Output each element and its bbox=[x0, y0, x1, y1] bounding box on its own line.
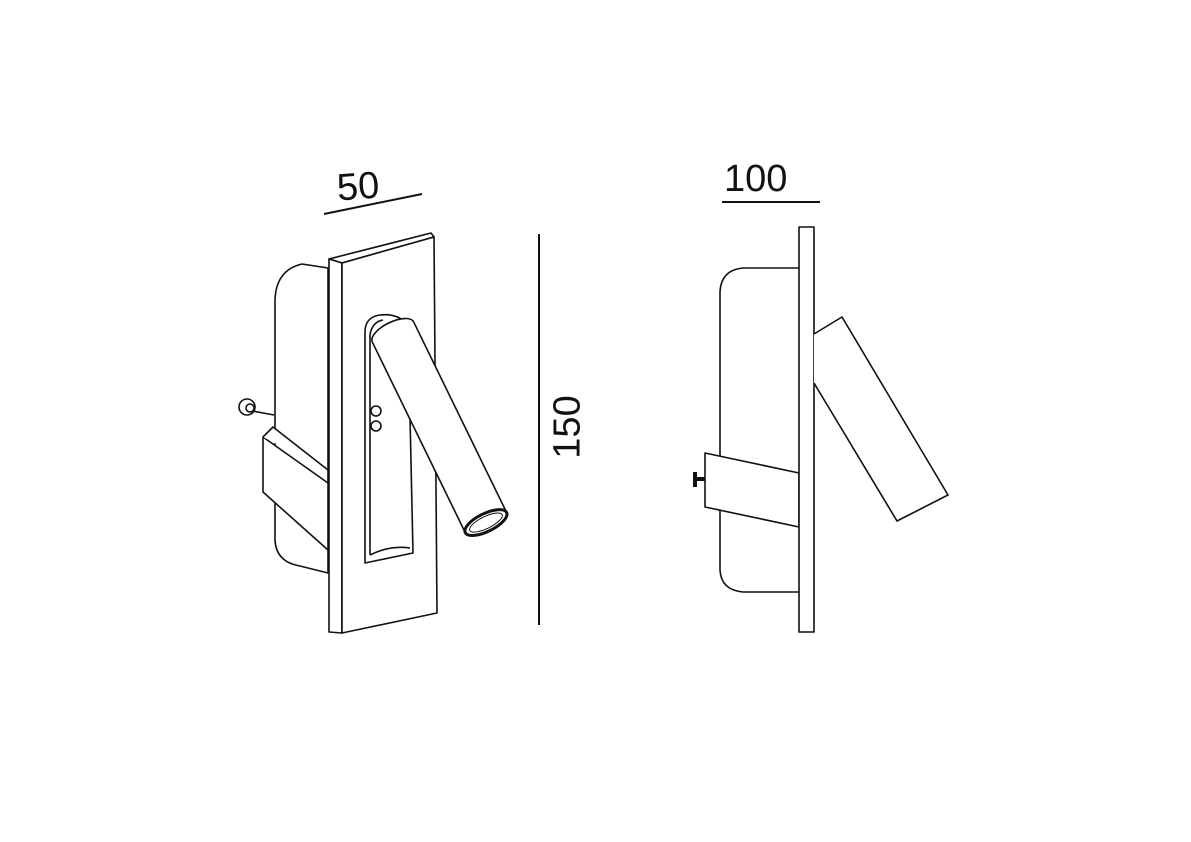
screw-head-inner bbox=[245, 403, 255, 413]
screw-shaft bbox=[251, 410, 275, 416]
mounting-clip bbox=[262, 436, 329, 551]
slot-inner-edge bbox=[369, 319, 384, 555]
width-label: 50 bbox=[335, 164, 381, 210]
spotlight-tube bbox=[371, 317, 509, 537]
slot-bottom bbox=[369, 546, 411, 556]
clip-fold bbox=[262, 426, 329, 471]
front-view bbox=[238, 193, 540, 634]
height-label: 150 bbox=[546, 395, 589, 459]
button-2 bbox=[370, 420, 382, 432]
width-dimension-line bbox=[323, 193, 423, 215]
depth-label: 100 bbox=[724, 158, 788, 200]
side-housing bbox=[719, 267, 799, 593]
side-view bbox=[693, 201, 949, 633]
button-1 bbox=[370, 405, 382, 417]
side-plate bbox=[798, 226, 815, 633]
plate-side bbox=[328, 258, 343, 634]
side-screw-shaft bbox=[695, 477, 705, 481]
side-spotlight bbox=[813, 316, 949, 522]
